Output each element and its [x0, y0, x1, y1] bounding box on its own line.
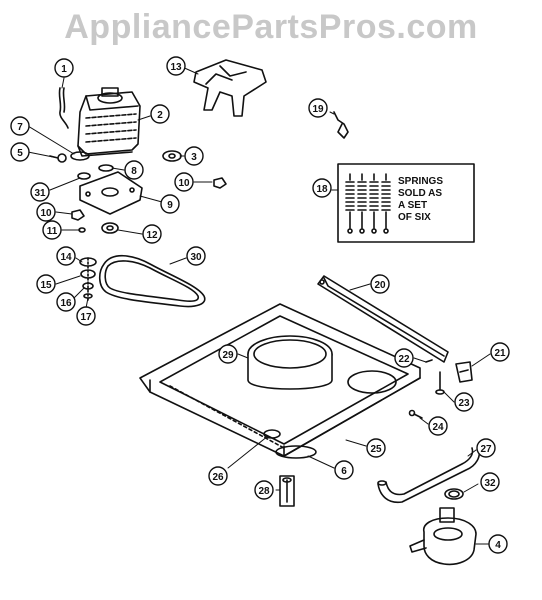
callout-32: 32 [480, 472, 500, 492]
callout-10a: 10 [174, 172, 194, 192]
callout-18: 18 [312, 178, 332, 198]
callout-4: 4 [488, 534, 508, 554]
callout-24: 24 [428, 416, 448, 436]
part-washer-7 [70, 151, 90, 161]
svg-text:31: 31 [34, 188, 46, 199]
callout-28: 28 [254, 480, 274, 500]
svg-text:3: 3 [191, 152, 197, 163]
svg-text:18: 18 [316, 184, 328, 195]
part-nut-10b [71, 209, 85, 221]
svg-text:13: 13 [170, 62, 182, 73]
svg-text:20: 20 [374, 280, 386, 291]
svg-text:1: 1 [61, 64, 67, 75]
callout-19: 19 [308, 98, 328, 118]
part-mount-plate [79, 171, 143, 215]
svg-text:10: 10 [40, 208, 52, 219]
callout-25: 25 [366, 438, 386, 458]
callout-8: 8 [124, 160, 144, 180]
part-hose [377, 447, 481, 504]
part-frame [193, 59, 267, 117]
svg-text:24: 24 [432, 422, 444, 433]
svg-text:32: 32 [484, 478, 496, 489]
svg-text:11: 11 [47, 226, 58, 237]
callout-26: 26 [208, 466, 228, 486]
springs-note-line: A SET [398, 200, 428, 211]
svg-text:10: 10 [178, 178, 190, 189]
svg-text:25: 25 [370, 444, 382, 455]
svg-text:21: 21 [494, 348, 506, 359]
svg-text:22: 22 [398, 354, 410, 365]
part-strap [317, 275, 449, 363]
svg-text:30: 30 [190, 252, 202, 263]
part-bolt-28 [279, 475, 295, 507]
springs-note-line: OF SIX [398, 212, 431, 223]
part-bolt-22 [425, 359, 433, 363]
svg-text:4: 4 [495, 540, 501, 551]
callout-7: 7 [10, 116, 30, 136]
svg-text:23: 23 [458, 398, 470, 409]
svg-text:17: 17 [80, 312, 92, 323]
callout-29: 29 [218, 344, 238, 364]
part-grommet-8 [98, 164, 114, 172]
callout-2: 2 [150, 104, 170, 124]
callout-6: 6 [334, 460, 354, 480]
svg-text:8: 8 [131, 166, 137, 177]
part-motor [77, 87, 141, 157]
callout-23: 23 [454, 392, 474, 412]
callout-11: 11 [42, 220, 62, 240]
callout-20: 20 [370, 274, 390, 294]
part-drain-26 [263, 429, 281, 439]
callout-30: 30 [186, 246, 206, 266]
part-spring-clip [333, 111, 349, 139]
part-belt [98, 254, 206, 308]
part-wire-clip [58, 87, 69, 129]
part-clamp [444, 488, 464, 500]
svg-text:28: 28 [258, 486, 270, 497]
callout-14: 14 [56, 246, 76, 266]
svg-text:5: 5 [17, 148, 23, 159]
callout-31: 31 [30, 182, 50, 202]
callout-21: 21 [490, 342, 510, 362]
callout-13: 13 [166, 56, 186, 76]
callout-17: 17 [76, 306, 96, 326]
watermark: AppliancePartsPros.com [64, 8, 478, 46]
callout-10b: 10 [36, 202, 56, 222]
springs-set [345, 173, 391, 234]
svg-text:19: 19 [312, 104, 324, 115]
svg-text:16: 16 [60, 298, 72, 309]
callout-22: 22 [394, 348, 414, 368]
svg-text:7: 7 [17, 122, 23, 133]
svg-text:9: 9 [167, 200, 173, 211]
callout-27: 27 [476, 438, 496, 458]
svg-text:26: 26 [212, 472, 224, 483]
callout-1: 1 [54, 58, 74, 78]
svg-text:29: 29 [222, 350, 234, 361]
callout-3: 3 [184, 146, 204, 166]
callout-15: 15 [36, 274, 56, 294]
part-pump [409, 507, 477, 566]
springs-note-line: SOLD AS [398, 188, 443, 199]
svg-text:6: 6 [341, 466, 347, 477]
part-base-opening [347, 370, 397, 394]
svg-text:14: 14 [60, 252, 72, 263]
part-seal-6 [275, 445, 317, 459]
part-pulley-12 [101, 222, 119, 234]
callout-12: 12 [142, 224, 162, 244]
part-screw-24 [413, 413, 423, 419]
callout-9: 9 [160, 194, 180, 214]
springs-note-line: SPRINGS [398, 176, 444, 187]
part-bracket [455, 361, 473, 383]
callout-16: 16 [56, 292, 76, 312]
springs-note: SPRINGS SOLD AS A SET OF SIX [398, 176, 478, 224]
part-nut-10a [213, 177, 227, 189]
callout-5: 5 [10, 142, 30, 162]
part-tub-ring [247, 335, 333, 390]
svg-text:27: 27 [480, 444, 492, 455]
svg-text:15: 15 [40, 280, 52, 291]
svg-text:2: 2 [157, 110, 163, 121]
svg-text:12: 12 [146, 230, 158, 241]
part-grommet-3 [162, 150, 182, 162]
